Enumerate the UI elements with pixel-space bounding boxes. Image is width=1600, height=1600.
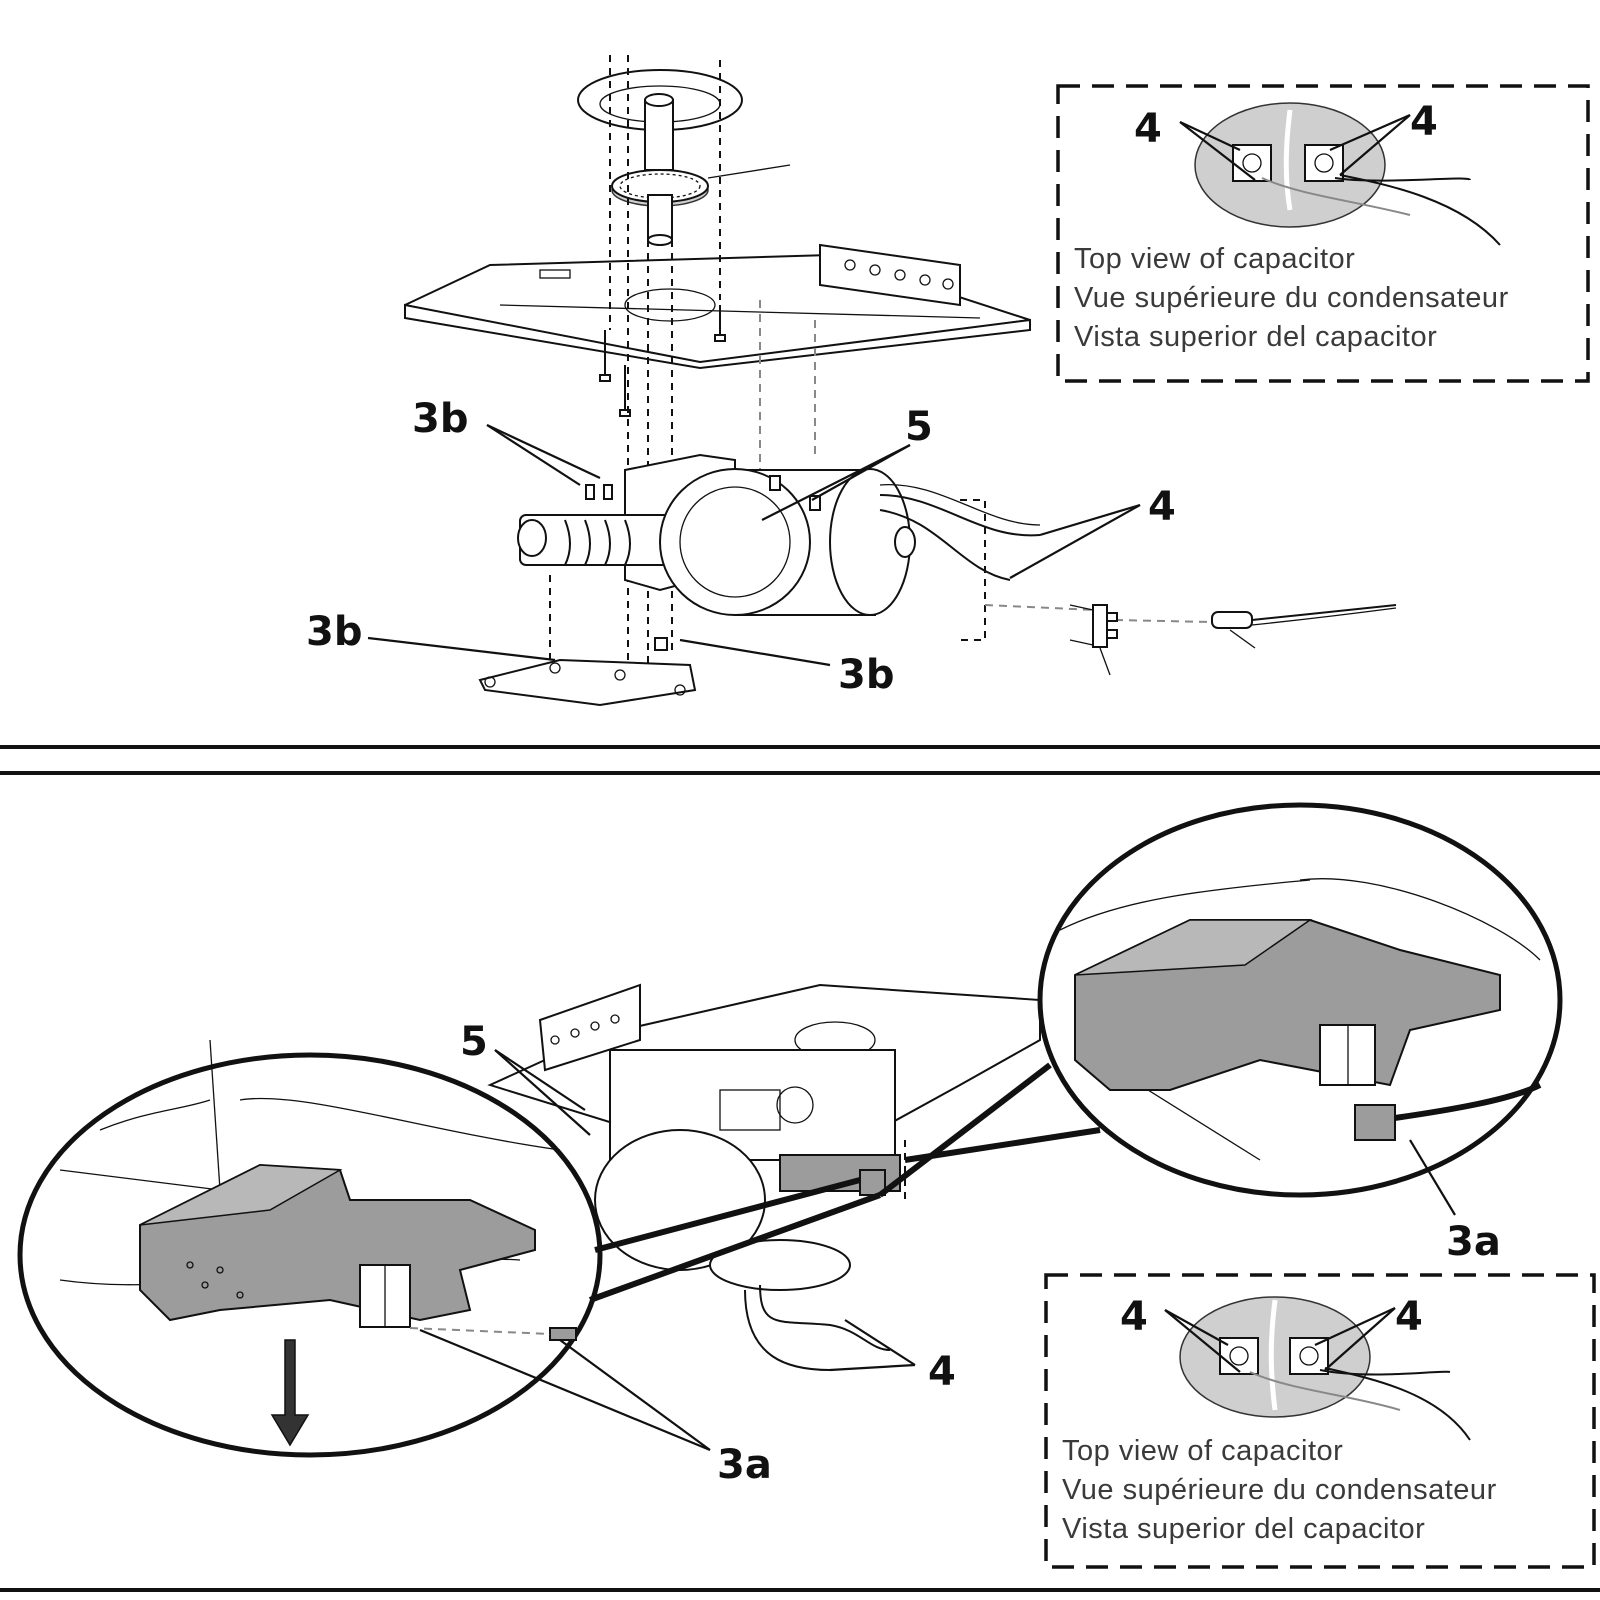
caption-fr: Vue supérieure du condensateur xyxy=(1074,282,1509,314)
top-capacitor-inset: 4 4 Top view of capacitor Vue supérieure… xyxy=(1056,84,1590,383)
inset-callout-4-left: 4 xyxy=(1134,106,1162,152)
callout-3b-upper: 3b xyxy=(412,396,468,442)
right-zoom-circle xyxy=(1037,802,1563,1216)
callout-4: 4 xyxy=(1148,484,1176,530)
top-exploded-view: 3b 5 4 3b 3b xyxy=(306,55,1397,707)
frame-plate xyxy=(404,243,1031,370)
inset-callout-4-right: 4 xyxy=(1395,1294,1423,1340)
caption-es: Vista superior del capacitor xyxy=(1074,321,1437,353)
mounting-disc xyxy=(577,69,743,171)
callout-3b-right: 3b xyxy=(838,652,894,698)
motor-assembly xyxy=(517,453,916,616)
caption-es: Vista superior del capacitor xyxy=(1062,1513,1425,1545)
screws xyxy=(599,305,726,417)
callout-3a-bottom: 3a xyxy=(717,1442,772,1488)
callout-5: 5 xyxy=(905,404,933,450)
left-zoom-circle xyxy=(17,1039,603,1458)
callout-5: 5 xyxy=(460,1019,488,1065)
callout-3b-left: 3b xyxy=(306,609,362,655)
limit-bracket xyxy=(478,637,697,707)
arrow-down-icon xyxy=(270,1339,310,1447)
connector xyxy=(1069,604,1397,676)
caption-en: Top view of capacitor xyxy=(1062,1435,1343,1467)
drive-gear xyxy=(611,164,791,246)
bottom-installed-view: 5 4 3a 3a xyxy=(17,802,1563,1488)
caption-en: Top view of capacitor xyxy=(1074,243,1355,275)
callout-3a-right: 3a xyxy=(1446,1219,1501,1265)
inset-callout-4-left: 4 xyxy=(1120,1294,1148,1340)
bottom-capacitor-inset: 4 4 Top view of capacitor Vue supérieure… xyxy=(1044,1273,1596,1569)
inset-callout-4-right: 4 xyxy=(1410,99,1438,145)
caption-fr: Vue supérieure du condensateur xyxy=(1062,1474,1497,1506)
callout-4: 4 xyxy=(928,1349,956,1395)
